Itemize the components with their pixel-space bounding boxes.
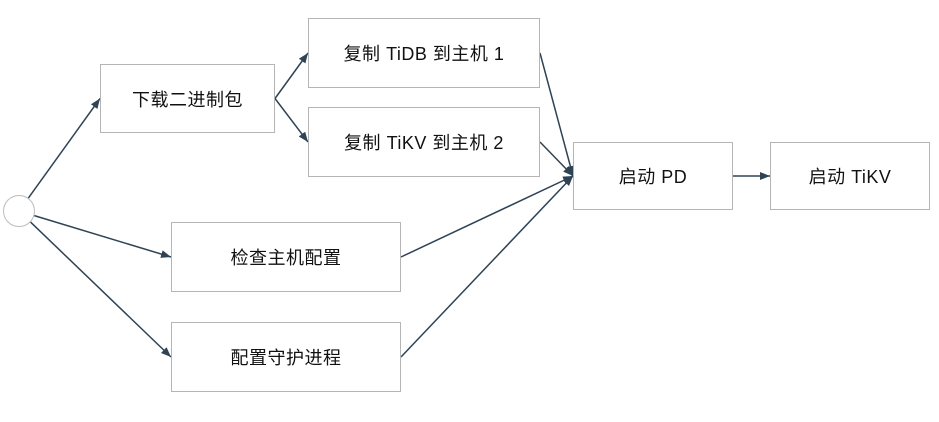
node-check-host-config: 检查主机配置: [171, 222, 401, 292]
node-download-binary: 下载二进制包: [100, 64, 275, 133]
edge-connector: [30, 221, 172, 358]
node-label: 复制 TiDB 到主机 1: [343, 44, 505, 64]
node-label: 下载二进制包: [132, 89, 243, 110]
node-copy-tidb-host1: 复制 TiDB 到主机 1: [308, 18, 540, 88]
edge-connector: [34, 214, 172, 258]
node-start-pd: 启动 PD: [573, 142, 733, 210]
node-config-daemon: 配置守护进程: [171, 322, 401, 392]
edge-connector: [400, 175, 574, 358]
node-label: 启动 TiKV: [808, 167, 892, 187]
edge-connector: [274, 98, 309, 143]
node-copy-tikv-host2: 复制 TiKV 到主机 2: [308, 107, 540, 177]
edge-connector: [400, 175, 574, 258]
edge-connector: [27, 98, 101, 199]
node-start-tikv: 启动 TiKV: [770, 142, 930, 210]
node-label: 检查主机配置: [230, 248, 342, 268]
edge-connector: [274, 52, 309, 99]
edge-connector: [539, 141, 574, 177]
edge-connector: [539, 52, 575, 177]
node-label: 复制 TiKV 到主机 2: [344, 133, 504, 153]
node-label: 启动 PD: [618, 167, 688, 187]
start-node-circle: [3, 195, 35, 227]
node-label: 配置守护进程: [230, 348, 342, 368]
